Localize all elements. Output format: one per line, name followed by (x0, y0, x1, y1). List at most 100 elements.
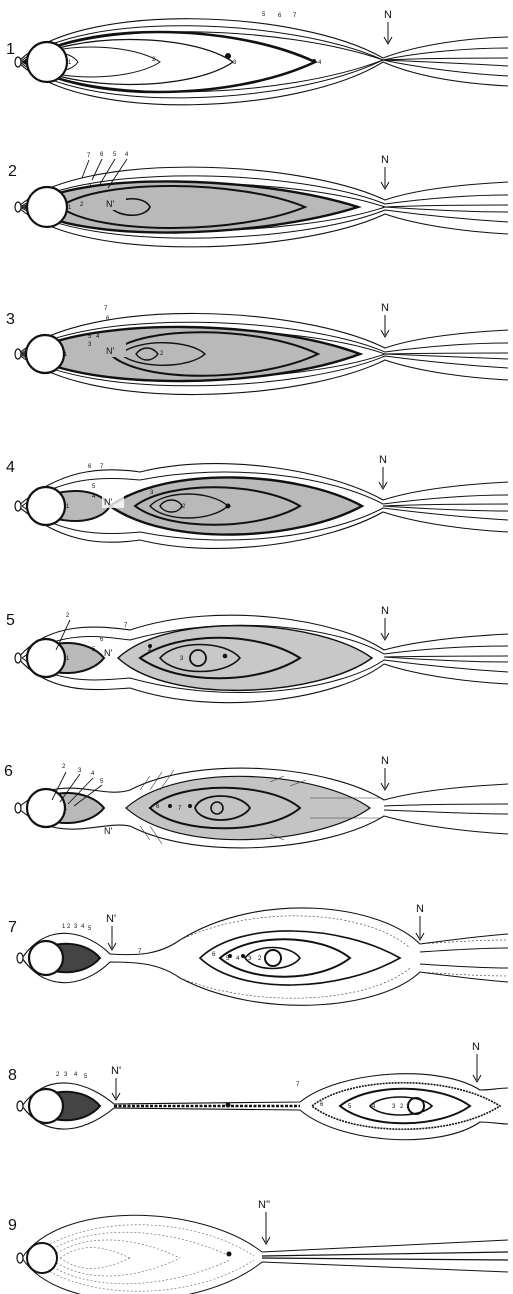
nodes (225, 53, 316, 63)
svg-text:5: 5 (84, 1074, 88, 1080)
panel-number: 5 (6, 612, 15, 629)
marker-n: N (381, 605, 389, 640)
svg-text:6: 6 (278, 13, 282, 19)
svg-text:N': N' (111, 1065, 121, 1077)
svg-text:7: 7 (100, 464, 104, 470)
nodes (227, 1252, 232, 1257)
svg-text:2: 2 (66, 613, 70, 619)
marker-n: N (381, 302, 389, 337)
svg-text:6: 6 (100, 637, 104, 643)
panel-2: 2 7 6 5 4 3 2 1 (8, 152, 508, 247)
svg-text:7: 7 (296, 1082, 300, 1088)
svg-text:N: N (379, 454, 387, 466)
svg-text:N: N (472, 1041, 480, 1053)
cylinder (17, 1089, 63, 1123)
panel-5: 5 2 7 6 5 4 3 (6, 605, 508, 703)
svg-text:7: 7 (293, 13, 297, 19)
panel-number: 6 (4, 763, 13, 780)
shaded-wake (26, 181, 358, 232)
panel-6: 6 (4, 755, 508, 848)
cylinder (15, 789, 65, 827)
marker-n-prime: N' (106, 199, 114, 209)
svg-text:4: 4 (236, 956, 240, 962)
marker-n-prime: N' (104, 648, 112, 658)
outer-envelope (22, 1215, 508, 1294)
cylinder (17, 1243, 57, 1273)
svg-text:N: N (381, 605, 389, 617)
marker-n: N (381, 154, 389, 189)
svg-text:N: N (416, 903, 424, 915)
svg-text:N'': N'' (258, 1199, 270, 1211)
svg-text:4: 4 (318, 60, 322, 66)
svg-text:N: N (381, 154, 389, 166)
svg-text:5: 5 (262, 12, 266, 18)
nodes (226, 1103, 231, 1108)
svg-text:4: 4 (372, 1104, 376, 1110)
svg-text:3: 3 (392, 1104, 396, 1110)
svg-text:5: 5 (92, 484, 96, 490)
svg-text:5: 5 (88, 926, 92, 932)
marker-n: N (381, 755, 389, 790)
marker-n-prime: N' (111, 1065, 121, 1100)
svg-text:7: 7 (104, 306, 108, 312)
svg-text:4: 4 (74, 1072, 78, 1078)
outer-envelope (18, 19, 508, 105)
svg-text:3: 3 (74, 924, 78, 930)
panel-number: 9 (8, 1217, 17, 1234)
panel-number: 4 (6, 459, 15, 476)
marker-n-double-prime: N'' (258, 1199, 270, 1244)
marker-n: N (379, 454, 387, 489)
marker-n: N (384, 9, 392, 44)
panel-1: 1 5 6 7 1 2 3 4 (6, 9, 508, 105)
streamline-numbers: 2 3 4 5 7 6 5 4 3 2 1 (56, 1072, 410, 1110)
marker-n-prime: N' (106, 346, 114, 356)
panel-4: 4 6 7 5 4 3 2 1 (6, 454, 508, 548)
svg-text:5: 5 (100, 779, 104, 785)
streamline-numbers: 5 6 7 1 2 3 4 (68, 12, 322, 66)
svg-text:5: 5 (348, 1104, 352, 1110)
svg-text:N: N (384, 9, 392, 21)
panel-number: 8 (8, 1067, 17, 1084)
svg-text:1: 1 (68, 60, 72, 66)
svg-text:7: 7 (124, 623, 128, 629)
shaded-wake (110, 477, 362, 534)
svg-text:3: 3 (248, 956, 252, 962)
marker-n: N (472, 1041, 481, 1082)
svg-text:5: 5 (113, 152, 117, 158)
panel-number: 1 (6, 41, 15, 58)
svg-text:4: 4 (81, 924, 85, 930)
cylinder (17, 941, 63, 975)
panel-7: 7 1 2 3 (8, 903, 508, 1005)
marker-n: N (416, 903, 424, 940)
faint-streamlines (30, 1225, 254, 1292)
svg-text:2: 2 (400, 1104, 404, 1110)
panel-9: 9 N'' (8, 1199, 508, 1294)
svg-text:1: 1 (62, 924, 66, 930)
nodes (226, 504, 231, 509)
svg-text:6: 6 (320, 1102, 324, 1108)
svg-text:7: 7 (87, 153, 91, 159)
svg-text:3: 3 (233, 60, 237, 66)
svg-text:4: 4 (91, 771, 95, 777)
svg-text:3: 3 (64, 1072, 68, 1078)
svg-text:2: 2 (258, 956, 262, 962)
panel-number: 7 (8, 919, 17, 936)
svg-text:6: 6 (88, 464, 92, 470)
panel-number: 3 (6, 311, 15, 328)
svg-text:6: 6 (212, 952, 216, 958)
svg-text:2: 2 (152, 57, 156, 63)
svg-text:N: N (381, 302, 389, 314)
svg-text:2: 2 (67, 924, 71, 930)
svg-text:6: 6 (100, 152, 104, 158)
svg-text:2: 2 (56, 1072, 60, 1078)
marker-n-prime: N' (106, 913, 116, 950)
svg-text:N: N (381, 755, 389, 767)
svg-text:4: 4 (125, 152, 129, 158)
marker-n-prime: N' (104, 497, 112, 507)
svg-text:3: 3 (78, 768, 82, 774)
svg-text:N': N' (106, 913, 116, 925)
shaded-wake (26, 327, 360, 381)
panel-number: 2 (8, 163, 17, 180)
svg-text:2: 2 (62, 764, 66, 770)
